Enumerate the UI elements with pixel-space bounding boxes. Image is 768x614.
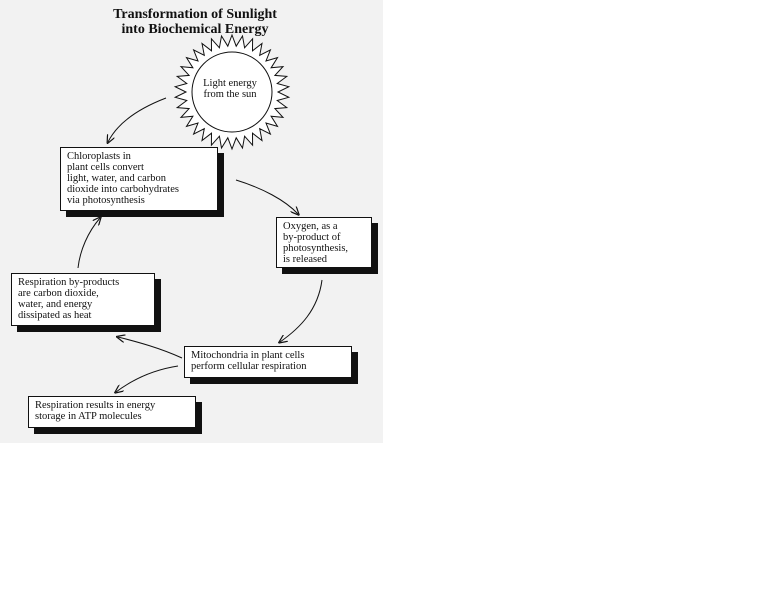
mitochondria-box: Mitochondria in plant cells perform cell… <box>184 346 352 378</box>
oxygen-box: Oxygen, as a by-product of photosynthesi… <box>276 217 372 268</box>
sun-disc <box>191 51 273 133</box>
sun-label-line-1: Light energy <box>203 78 257 89</box>
arrow-sun-to-chloroplasts <box>108 97 167 142</box>
arrow-mitochondria-to-byproducts <box>118 337 183 359</box>
box-line: via photosynthesis <box>67 195 145 206</box>
box-line: Respiration by-products <box>18 277 120 288</box>
arrow-oxygen-to-mitochondria <box>280 279 323 342</box>
box-line: plant cells convert <box>67 162 144 173</box>
box-line: light, water, and carbon <box>67 173 167 184</box>
arrow-chloroplasts-to-oxygen <box>235 179 298 214</box>
box-line: photosynthesis, <box>283 243 349 254</box>
box-line: are carbon dioxide, <box>18 288 99 299</box>
title-line-1: Transformation of Sunlight <box>113 7 277 22</box>
sun-label: Light energy from the sun <box>190 78 270 100</box>
arrow-mitochondria-to-atp <box>116 365 179 392</box>
chloroplasts-box: Chloroplasts in plant cells convert ligh… <box>60 147 218 211</box>
box-line: Chloroplasts in <box>67 151 131 162</box>
box-line: storage in ATP molecules <box>35 411 142 422</box>
box-line: by-product of <box>283 232 341 243</box>
box-line: is released <box>283 254 328 265</box>
atp-box: Respiration results in energy storage in… <box>28 396 196 428</box>
box-line: Mitochondria in plant cells <box>191 350 305 361</box>
arrow-byproducts-to-chloroplasts <box>77 218 100 269</box>
title-line-2: into Biochemical Energy <box>121 22 269 37</box>
respiration-byproducts-box: Respiration by-products are carbon dioxi… <box>11 273 155 326</box>
box-line: dissipated as heat <box>18 310 92 321</box>
box-line: perform cellular respiration <box>191 361 307 372</box>
sun-label-line-2: from the sun <box>203 89 257 100</box>
box-line: dioxide into carbohydrates <box>67 184 179 195</box>
box-line: water, and energy <box>18 299 93 310</box>
box-line: Oxygen, as a <box>283 221 338 232</box>
box-line: Respiration results in energy <box>35 400 156 411</box>
diagram-title: Transformation of Sunlight into Biochemi… <box>60 7 330 37</box>
